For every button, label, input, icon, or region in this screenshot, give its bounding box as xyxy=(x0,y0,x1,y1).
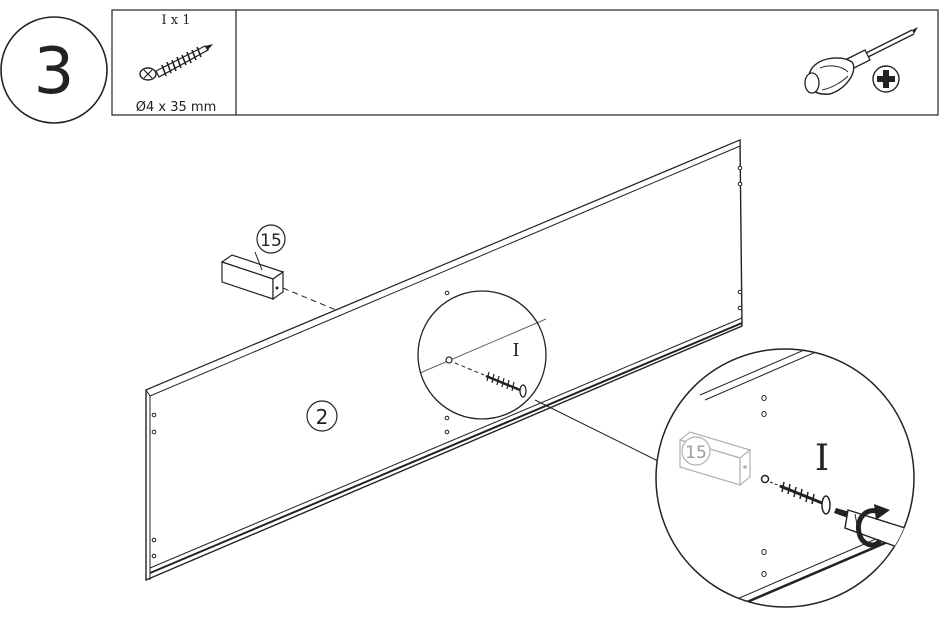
screw-spec-label: Ø4 x 35 mm xyxy=(136,100,216,115)
screw-quantity-label: I x 1 xyxy=(161,13,190,28)
wood-block-part: 15 xyxy=(220,224,337,311)
ghost-block-part xyxy=(678,431,752,487)
detail-connector-line xyxy=(534,399,661,463)
large-detail-circle: 15 xyxy=(655,348,915,608)
parts-box: I x 1 Ø4 x 35 mm xyxy=(111,9,939,116)
small-screw-callout: I xyxy=(512,340,519,361)
screw-icon xyxy=(139,44,213,81)
rotation-arrow-icon xyxy=(856,504,890,548)
small-detail-circle: I xyxy=(417,290,547,420)
block-part-number: 15 xyxy=(260,231,282,251)
block-part-label: 15 xyxy=(256,224,286,254)
ghost-block-part-number: 15 xyxy=(685,443,707,463)
detail-screw-icon xyxy=(779,481,831,515)
detail-screw-callout: I xyxy=(815,438,829,479)
step-number: 3 xyxy=(34,35,75,109)
step-number-badge: 3 xyxy=(0,16,108,124)
screwdriver-icon xyxy=(804,27,918,95)
panel-part-number: 2 xyxy=(316,405,329,429)
small-screw-icon xyxy=(485,371,527,398)
phillips-head-icon xyxy=(872,65,900,93)
panel-part-label: 2 xyxy=(306,400,338,432)
